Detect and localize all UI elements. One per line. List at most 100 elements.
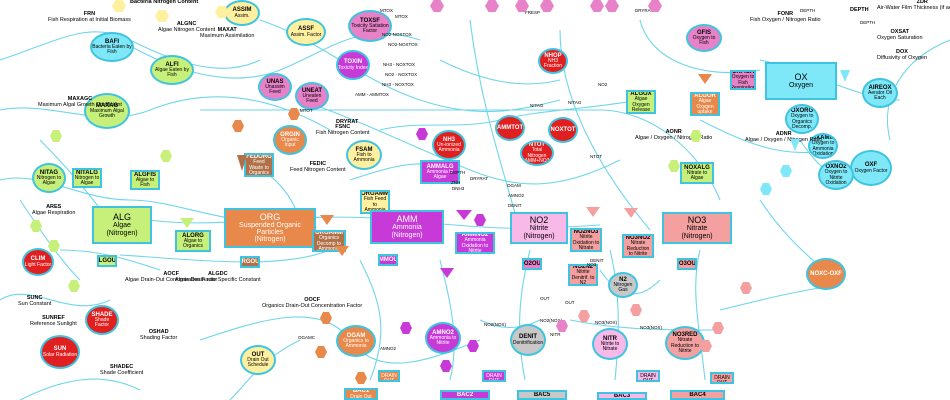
clim-title: CLIM (30, 256, 46, 263)
bac1-title: BAC1 (352, 388, 370, 395)
noxalg-title: NOXALG (684, 164, 710, 171)
algdc-label-sub: Algae Death rate Specific Constant (175, 276, 261, 283)
flow-tag: NITR (550, 332, 561, 337)
no2-subtitle: Nitrite (529, 225, 549, 233)
ox-subtitle: Oxygen (788, 82, 814, 90)
ogam-title: OGAM (346, 332, 366, 339)
oxamm-subtitle: Oxygen to Ammonia Oxidation (811, 140, 835, 157)
no2out-node: NO2OUT (522, 258, 542, 270)
ox-title: OX (794, 71, 808, 82)
oxamm-title: OXAMM (811, 135, 835, 142)
n2-subtitle: Nitrogen Gas (613, 281, 633, 294)
rate-hexagon (320, 312, 332, 324)
rate-hexagon (112, 0, 126, 12)
flow-tag: OGAM (507, 183, 521, 188)
fedic-subtitle: Feed Nitrogen Content (290, 166, 346, 173)
maxat-title: MAXAT (217, 27, 237, 33)
valve-triangle (440, 268, 454, 278)
orgamm-subtitle: Fish Feed to Ammonia (363, 196, 387, 212)
rate-hexagon (467, 340, 479, 352)
flow-line (569, 319, 721, 331)
flow-tag: AMM - AMMTOX (355, 92, 389, 97)
alg-unit: (Nitrogen) (106, 229, 138, 237)
toxin-subtitle: Toxicity Index (338, 64, 369, 71)
algox-title: ALGOX (630, 91, 652, 98)
org-unit: (Nitrogen) (254, 236, 286, 244)
no3no2-title: NO3NO2 (625, 235, 651, 242)
rate-hexagon (68, 280, 80, 292)
flow-tag: DRYRAT (470, 176, 489, 181)
assf-subtitle: Assim. Factor (290, 31, 322, 38)
depth-label: DEPTH (850, 7, 869, 14)
flow-tag: OUT (540, 296, 550, 301)
shadec-label-title: SHADEC (110, 364, 134, 370)
bac4-node: BAC4 (670, 390, 725, 400)
flow-line (359, 259, 382, 381)
nh3-subtitle: Un-ionized Ammonia (437, 141, 461, 154)
flow-tag: DEPTH (800, 8, 816, 13)
orgamc-title: ORGAMM (315, 230, 343, 237)
rate-hexagon (355, 372, 367, 384)
noxtot-title: NOXTOT (550, 126, 576, 133)
flow-tag: NO2-NOXTOX (388, 42, 418, 47)
toxsf-subtitle: Toxicity Satiation Factor (351, 22, 389, 35)
bac5-node: BAC5 (517, 390, 567, 400)
dox-label-sub: Diffusivity of Oxygen (877, 54, 928, 61)
ammalg-title: AMMALG (426, 163, 454, 170)
flow-tag: DEPTH (450, 170, 466, 175)
flow-line (886, 39, 950, 141)
rate-hexagon (712, 322, 724, 334)
rate-hexagon (700, 340, 712, 352)
flow-tag: NO2 (598, 82, 608, 87)
bafi-title: BAFI (105, 38, 119, 45)
rate-hexagon (400, 322, 412, 334)
frn-title: FRN (83, 11, 96, 17)
alg-subtitle: Algae (113, 222, 131, 230)
ntot-subtitle: Total Nitrogen AMM+NO3 (524, 147, 550, 164)
bafi-subtitle: Bacteria Eaten by Fish (92, 43, 132, 56)
flow-tag: NO2 - NOXTOX (385, 72, 418, 77)
orgamm-title: ORGAMM (361, 191, 389, 198)
bacd4-subtitle: DRAIN OUT (714, 374, 730, 384)
orgout-title: ORGOUT (241, 258, 260, 265)
amno2-title: AMNO2 (432, 329, 454, 336)
no3-title: NO3 (687, 215, 707, 226)
oxsat-label-sub: Oxygen Saturation (877, 34, 923, 41)
flow-tag: AMNO2 (380, 346, 397, 351)
flow-tag: NO2(NOX) (540, 318, 563, 323)
flow-line (479, 319, 541, 328)
amm-title: AMM (396, 214, 418, 225)
fsnc-subtitle: Fish Nitrogen Content (316, 129, 370, 136)
flow-tag: MTOT (300, 108, 313, 113)
bfrn-title: Bacteria Nitrogen Content (130, 0, 199, 5)
fonr-label-sub: Fish Oxygen / Nitrogen Ratio (750, 16, 821, 23)
fsam-title: FSAM (355, 146, 373, 153)
ares-label-title: ARES (46, 204, 62, 210)
rate-hexagon (690, 130, 702, 142)
no3-subtitle: Nitrate (686, 225, 708, 233)
bfrn-node: Bacteria Nitrogen Content (130, 0, 198, 6)
flow-tag: NO2(NOX) (484, 322, 507, 327)
dryrat-label-title: DRYRAT (336, 119, 359, 125)
assim-subtitle: Assim. (234, 12, 250, 19)
sunrefl-label-title: SUNREF (42, 315, 65, 321)
